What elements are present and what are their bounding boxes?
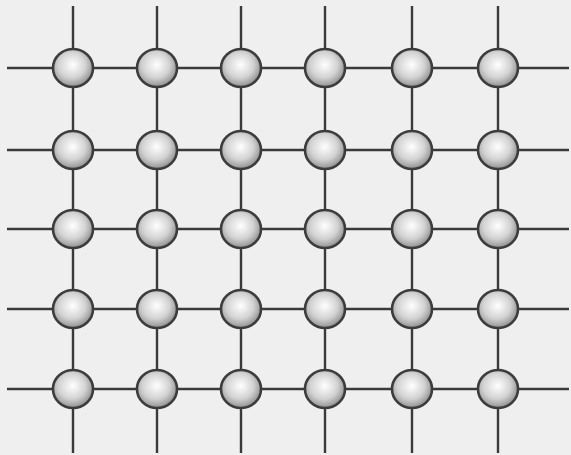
lattice-node-r3-c1: [53, 210, 93, 248]
lattice-node-r5-c1: [53, 370, 93, 408]
lattice-node-r3-c2: [137, 210, 177, 248]
lattice-node-r5-c6: [478, 370, 518, 408]
lattice-node-r5-c5: [392, 370, 432, 408]
lattice-node-r1-c3: [221, 49, 261, 87]
lattice-node-r4-c2: [137, 290, 177, 328]
lattice-node-r2-c5: [392, 131, 432, 169]
lattice-node-r5-c3: [221, 370, 261, 408]
lattice-node-r1-c1: [53, 49, 93, 87]
lattice-node-r2-c2: [137, 131, 177, 169]
lattice-node-r4-c4: [305, 290, 345, 328]
lattice-node-r5-c2: [137, 370, 177, 408]
lattice-node-r2-c1: [53, 131, 93, 169]
lattice-node-r3-c6: [478, 210, 518, 248]
lattice-node-r5-c4: [305, 370, 345, 408]
lattice-node-r4-c6: [478, 290, 518, 328]
lattice-node-r2-c4: [305, 131, 345, 169]
lattice-node-r1-c6: [478, 49, 518, 87]
lattice-node-r2-c6: [478, 131, 518, 169]
lattice-node-r4-c5: [392, 290, 432, 328]
lattice-node-r2-c3: [221, 131, 261, 169]
lattice-node-r4-c3: [221, 290, 261, 328]
lattice-node-r4-c1: [53, 290, 93, 328]
lattice-node-r1-c5: [392, 49, 432, 87]
lattice-node-r3-c3: [221, 210, 261, 248]
lattice-node-r3-c4: [305, 210, 345, 248]
lattice-node-r1-c2: [137, 49, 177, 87]
lattice-node-r3-c5: [392, 210, 432, 248]
lattice-node-r1-c4: [305, 49, 345, 87]
